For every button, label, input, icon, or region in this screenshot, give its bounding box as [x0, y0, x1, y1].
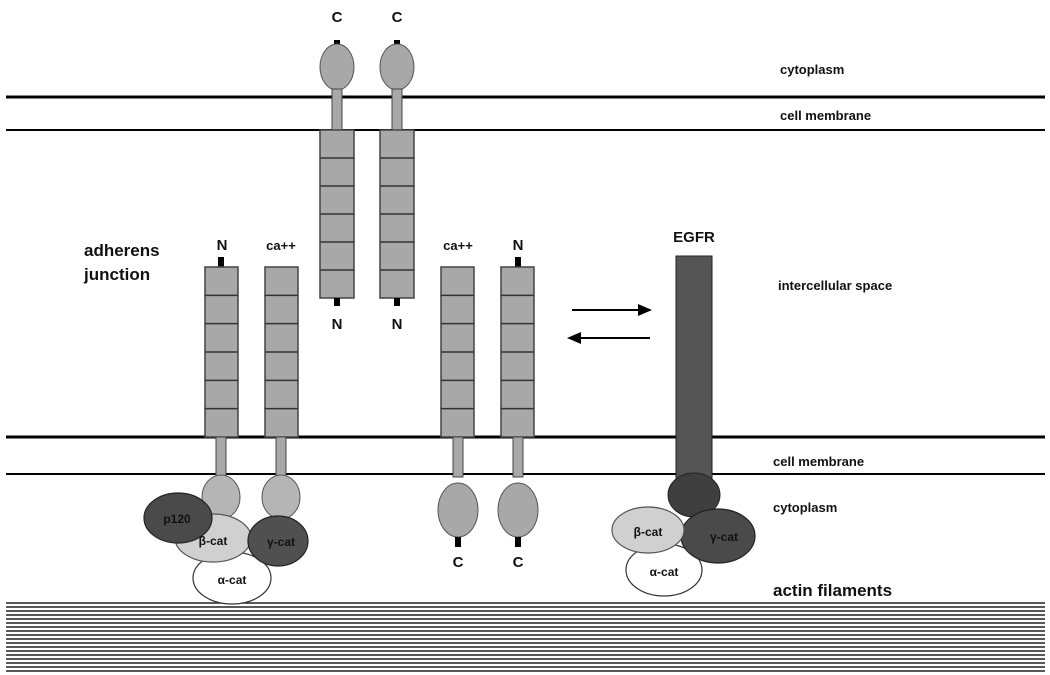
- intercellular-space-label: intercellular space: [778, 278, 892, 293]
- beta-cat-label-left: β-cat: [199, 534, 228, 548]
- c-terminus-label: C: [513, 554, 524, 571]
- cytoplasm-bottom-label: cytoplasm: [773, 500, 837, 515]
- actin-filaments: [6, 603, 1045, 671]
- cell-membrane-top-label: cell membrane: [780, 108, 871, 123]
- top-cadherin-left: [320, 40, 354, 306]
- bottom-cadherin-4: [498, 257, 538, 547]
- adherens-label-line1: adherens: [84, 241, 160, 260]
- n-terminus-label: N: [513, 237, 524, 254]
- gamma-cat-label-right: γ-cat: [710, 530, 738, 544]
- n-terminus-label: N: [392, 316, 403, 333]
- bottom-cadherin-1: [202, 257, 240, 519]
- egfr-label: EGFR: [673, 229, 715, 246]
- cytoplasm-top-label: cytoplasm: [780, 62, 844, 77]
- p120-label: p120: [163, 512, 191, 526]
- bottom-cadherin-3: [438, 267, 478, 547]
- c-terminus-label: C: [453, 554, 464, 571]
- alpha-cat-label-right: α-cat: [650, 565, 679, 579]
- top-cadherin-right: [380, 40, 414, 306]
- alpha-cat-label-left: α-cat: [218, 573, 247, 587]
- bottom-membrane: [6, 437, 1045, 474]
- c-terminus-label: C: [332, 9, 343, 26]
- top-membrane: [6, 97, 1045, 130]
- cell-membrane-bottom-label: cell membrane: [773, 454, 864, 469]
- gamma-cat-label-left: γ-cat: [267, 535, 295, 549]
- calcium-label: ca++: [443, 238, 473, 253]
- n-terminus-label: N: [332, 316, 343, 333]
- egfr-receptor: [668, 256, 720, 517]
- calcium-label: ca++: [266, 238, 296, 253]
- egfr-catenin-complex: β-cat γ-cat α-cat: [612, 507, 755, 596]
- actin-filaments-label: actin filaments: [773, 581, 892, 600]
- adherens-label-line2: junction: [83, 265, 150, 284]
- c-terminus-label: C: [392, 9, 403, 26]
- beta-cat-label-right: β-cat: [634, 525, 663, 539]
- n-terminus-label: N: [217, 237, 228, 254]
- bottom-cadherin-2: [262, 267, 300, 519]
- equilibrium-arrows: [567, 304, 652, 344]
